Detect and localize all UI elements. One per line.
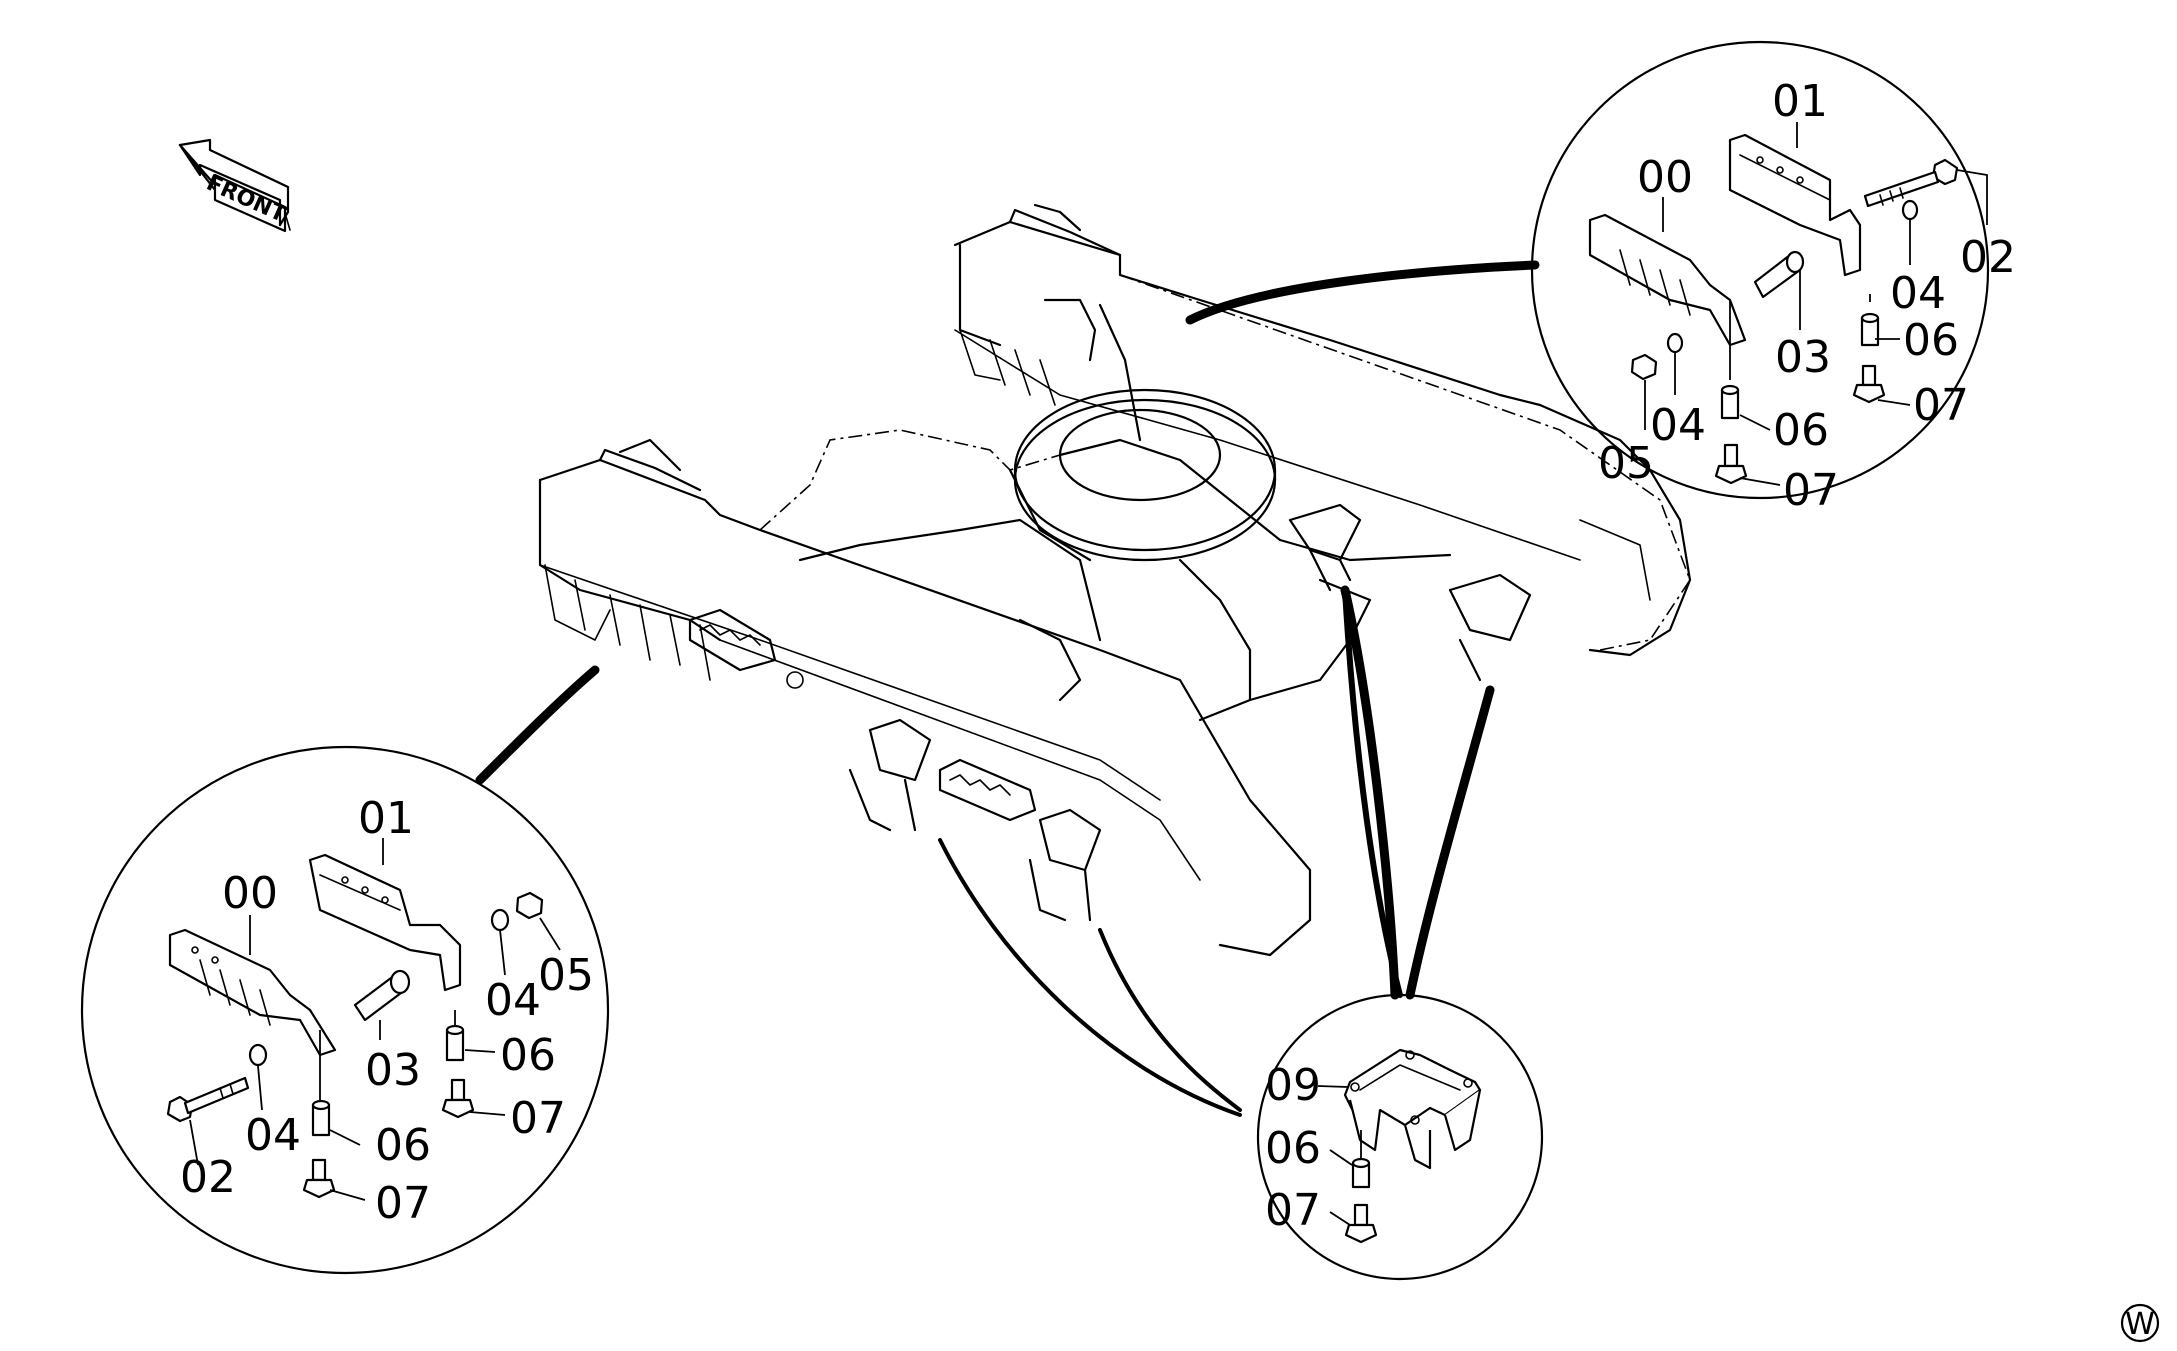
part-07-bolt-a [441, 1078, 475, 1119]
part-06-spacer-a [1860, 312, 1880, 347]
label-05: 05 [1598, 438, 1654, 489]
part-04-washer-a [1901, 199, 1919, 221]
part-09-bracket [1343, 1048, 1482, 1170]
label-07: 07 [510, 1093, 566, 1144]
part-03-pin [1753, 250, 1805, 299]
label-02: 02 [180, 1152, 236, 1203]
undercarriage-frame [538, 203, 1692, 957]
part-01-guard [308, 853, 462, 992]
part-06-spacer-b [1720, 384, 1740, 420]
label-04: 04 [1890, 268, 1946, 319]
label-06: 06 [375, 1120, 431, 1171]
frame-bracket-3 [1028, 808, 1102, 922]
label-00: 00 [1637, 152, 1693, 203]
part-05-nut [515, 891, 544, 920]
part-06-spacer-a [445, 1024, 465, 1062]
part-04-washer-b [1666, 332, 1684, 354]
corner-mark-letter: W [2125, 1307, 2155, 1342]
part-05-nut [1630, 353, 1658, 381]
frame-bracket-1 [1288, 503, 1362, 592]
label-07: 07 [1783, 465, 1839, 516]
part-02-bolt [1863, 158, 1959, 208]
part-00-guard [1588, 213, 1747, 347]
part-04-washer-b [248, 1043, 268, 1067]
part-06-spacer-b [311, 1099, 331, 1137]
label-04: 04 [485, 975, 541, 1026]
front-arrow-label: FRONT [203, 171, 290, 228]
label-07: 07 [1913, 380, 1969, 431]
label-04: 04 [1650, 400, 1706, 451]
label-09: 09 [1265, 1060, 1321, 1111]
part-01-guard [1728, 133, 1862, 277]
part-07-bolt-a [1852, 364, 1886, 404]
label-03: 03 [1775, 332, 1831, 383]
label-01: 01 [358, 793, 414, 844]
part-00-guard [168, 928, 337, 1057]
label-03: 03 [365, 1045, 421, 1096]
front-arrow: FRONT [178, 138, 291, 233]
label-06: 06 [1773, 405, 1829, 456]
detail-circle-left: 01 00 05 04 03 06 07 04 06 02 07 [80, 745, 610, 1275]
label-07: 07 [375, 1178, 431, 1229]
part-03-pin [353, 969, 411, 1022]
part-07-bolt-b [302, 1158, 336, 1199]
frame-bracket-4 [1448, 573, 1532, 682]
part-04-washer-a [490, 908, 510, 932]
label-04: 04 [245, 1110, 301, 1161]
part-02-bolt [166, 1076, 250, 1123]
detail-circle-right: 01 00 02 04 03 06 07 04 06 05 07 [1530, 40, 2016, 516]
label-06: 06 [1265, 1123, 1321, 1174]
detail-circle-bottom: 09 06 07 [1256, 993, 1544, 1281]
part-07-bolt [1344, 1203, 1378, 1244]
label-00: 00 [222, 868, 278, 919]
label-07: 07 [1265, 1185, 1321, 1236]
part-06-spacer [1351, 1157, 1371, 1189]
label-02: 02 [1960, 232, 2016, 283]
label-06: 06 [1903, 315, 1959, 366]
label-06: 06 [500, 1030, 556, 1081]
frame-bracket-2 [848, 718, 932, 832]
corner-mark: W [2120, 1303, 2160, 1343]
part-07-bolt-b [1714, 443, 1748, 485]
detail-leader-curves [475, 260, 1540, 1117]
label-01: 01 [1772, 76, 1828, 127]
label-05: 05 [538, 950, 594, 1001]
